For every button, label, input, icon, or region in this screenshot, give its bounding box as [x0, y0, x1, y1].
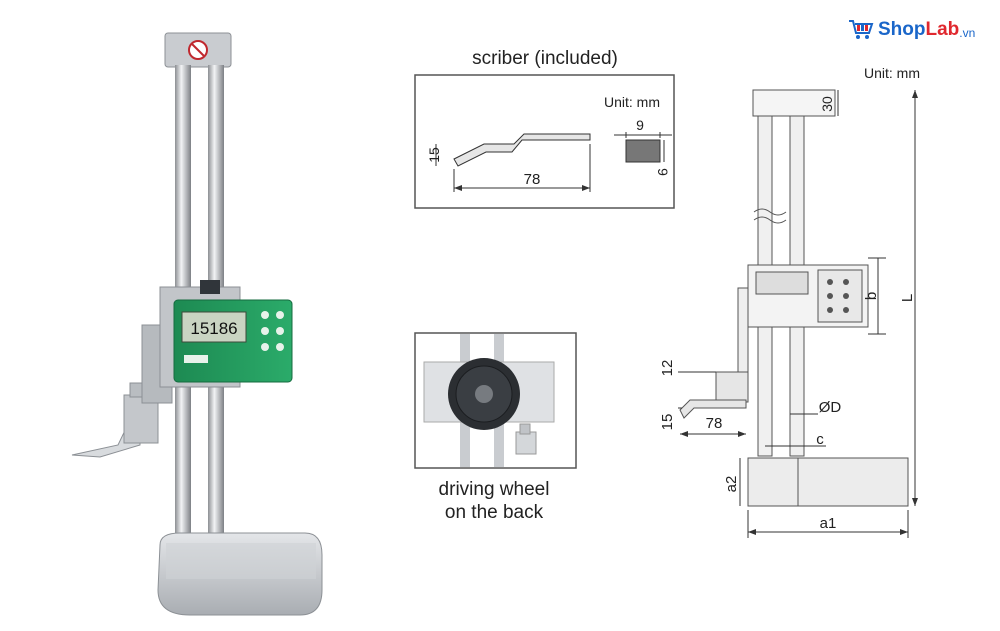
dim-a2: a2	[723, 476, 740, 493]
dim-15: 15	[659, 414, 676, 431]
shopping-cart-icon	[849, 20, 874, 39]
dim-12: 12	[659, 360, 676, 377]
scriber-dim-tip-width: 9	[636, 117, 644, 133]
driving-wheel-photo	[414, 332, 577, 469]
dim-c: c	[816, 431, 824, 448]
wheel-caption-line1: driving wheel	[438, 479, 550, 500]
scriber-dim-height: 15	[426, 147, 442, 163]
logo-text-lab: Lab	[925, 19, 960, 40]
dim-b: b	[863, 292, 880, 300]
height-gauge-photo: 15186	[71, 32, 323, 616]
logo-text-shop: Shop	[878, 19, 926, 40]
scriber-dim-tip-height: 9	[655, 168, 671, 176]
logo-text-domain: .vn	[959, 26, 976, 40]
dim-78: 78	[706, 415, 723, 432]
scriber-dim-length: 78	[524, 171, 541, 188]
dimension-drawing: Unit: mm 30 L b 12 15 78 ØD c a2 a1	[659, 65, 920, 538]
drawing-unit: Unit: mm	[864, 65, 920, 81]
dim-top: 30	[819, 96, 835, 112]
display-reading: 15186	[190, 319, 237, 338]
scriber-detail-box: Unit: mm 78 15 9 9	[414, 74, 675, 209]
dim-OD: ØD	[819, 399, 842, 416]
dim-a1: a1	[820, 515, 837, 532]
wheel-caption-line2: on the back	[444, 502, 544, 523]
dim-L: L	[899, 294, 916, 302]
scriber-title: scriber (included)	[472, 48, 618, 69]
scriber-unit: Unit: mm	[604, 94, 660, 110]
